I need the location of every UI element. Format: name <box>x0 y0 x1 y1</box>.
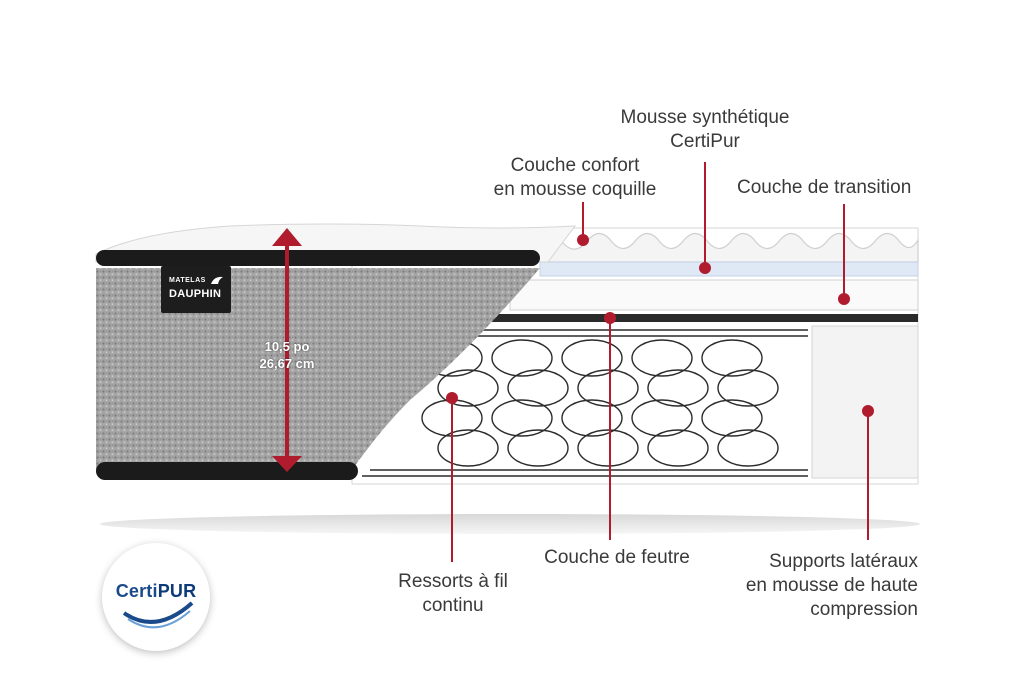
spring-coil <box>577 429 639 467</box>
felt-layer <box>470 314 918 322</box>
dot-synthetic <box>699 262 711 274</box>
dot-comfort <box>577 234 589 246</box>
certipur-logo: CertiPUR <box>102 543 210 651</box>
label-line: Couche de feutre <box>544 547 690 568</box>
brand-tag: MATELAS DAUPHIN <box>161 266 231 313</box>
label-transition-layer: Couche de transition <box>737 176 957 200</box>
transition-layer <box>509 279 919 311</box>
certipur-wordmark: CertiPUR <box>102 581 210 602</box>
label-line: Supports latéraux <box>769 551 918 572</box>
dot-felt <box>604 312 616 324</box>
spring-coil <box>631 399 693 437</box>
label-line: Couche de transition <box>737 177 912 198</box>
certipur-prefix: Certi <box>115 581 158 601</box>
label-springs: Ressorts à fil continu <box>378 570 528 618</box>
dolphin-icon <box>211 276 223 284</box>
label-line: continu <box>422 595 484 616</box>
spring-coil <box>701 399 763 437</box>
certipur-suffix: PUR <box>157 581 197 601</box>
dot-transition <box>838 293 850 305</box>
spring-coil <box>647 429 709 467</box>
spring-coil <box>491 339 553 377</box>
spring-coil <box>631 339 693 377</box>
bottom-border-band <box>96 462 358 480</box>
label-side-supports: Supports latéraux en mousse de haute com… <box>700 550 918 622</box>
label-line: Ressorts à fil <box>398 571 508 592</box>
brand-name: DAUPHIN <box>169 288 222 300</box>
spring-coil <box>507 369 569 407</box>
height-inches: 10,5 po <box>264 339 310 354</box>
spring-coil <box>561 399 623 437</box>
spring-coil <box>507 429 569 467</box>
floor-shadow <box>100 514 920 534</box>
fabric-cover <box>96 268 540 470</box>
synthetic-foam-layer <box>539 261 919 277</box>
label-synthetic-foam: Mousse synthétique CertiPur <box>585 106 825 154</box>
spring-coil <box>717 369 779 407</box>
shell-comfort-foam <box>539 232 919 263</box>
certipur-swoosh-icon <box>122 601 194 629</box>
label-comfort-layer: Couche confort en mousse coquille <box>455 154 695 202</box>
label-line: Mousse synthétique <box>620 107 790 128</box>
label-felt-layer: Couche de feutre <box>520 546 714 570</box>
brand-small-text: MATELAS <box>169 277 206 284</box>
continuous-coil-springs <box>362 329 808 477</box>
spring-coil <box>561 339 623 377</box>
label-line: compression <box>810 599 918 620</box>
dot-springs <box>446 392 458 404</box>
spring-coil <box>491 399 553 437</box>
spring-coil <box>437 429 499 467</box>
side-support-foam <box>811 325 919 479</box>
label-line: en mousse de haute <box>745 575 918 596</box>
spring-coil <box>577 369 639 407</box>
spring-coil <box>717 429 779 467</box>
label-line: CertiPur <box>670 131 740 152</box>
spring-coil <box>701 339 763 377</box>
height-cm: 26,67 cm <box>259 356 315 371</box>
label-line: en mousse coquille <box>493 179 657 200</box>
spring-coil <box>437 369 499 407</box>
dot-supports <box>862 405 874 417</box>
height-dimension: 10,5 po 26,67 cm <box>236 338 338 372</box>
label-line: Couche confort <box>510 155 640 176</box>
spring-coil <box>647 369 709 407</box>
height-arrow <box>272 228 302 472</box>
top-border-band <box>96 250 540 266</box>
